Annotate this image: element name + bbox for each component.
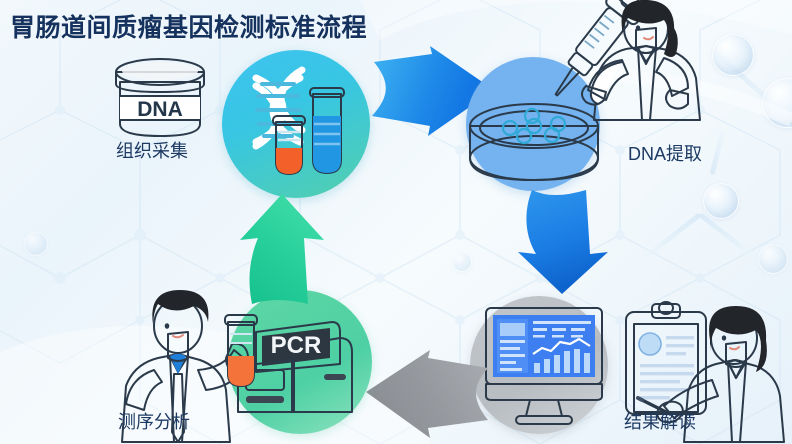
arrow-right-top bbox=[372, 46, 498, 144]
clipboard-report-icon bbox=[625, 301, 707, 415]
molecule-bond bbox=[709, 129, 726, 176]
label-result-interpretation: 结果解读 bbox=[624, 412, 696, 432]
molecule-bond bbox=[641, 212, 702, 261]
molecule-sphere bbox=[703, 183, 739, 219]
scientist-male-figure bbox=[121, 290, 250, 443]
test-tube-orange bbox=[272, 115, 306, 175]
test-tube-blue bbox=[309, 87, 345, 174]
molecule-sphere bbox=[758, 244, 788, 274]
label-sequencing-analysis: 测序分析 bbox=[118, 412, 190, 432]
scientist-female-figure bbox=[581, 0, 701, 121]
page-title: 胃肠道间质瘤基因检测标准流程 bbox=[10, 14, 368, 42]
analysis-dashboard-monitor-icon bbox=[485, 307, 603, 425]
arrow-down-right bbox=[508, 186, 634, 298]
pcr-machine-icon: PCR bbox=[237, 321, 353, 413]
jar-label-text: DNA bbox=[137, 98, 183, 121]
label-tissue-collection: 组织采集 bbox=[116, 141, 188, 161]
molecule-bond bbox=[716, 52, 787, 117]
arrow-left-bottom bbox=[358, 348, 492, 444]
arrow-up-left bbox=[238, 192, 354, 308]
pcr-screen-text: PCR bbox=[271, 332, 322, 359]
petri-dish-icon bbox=[469, 103, 599, 181]
dna-specimen-jar-icon: DNA bbox=[106, 56, 214, 140]
dna-helix-test-tubes-icon bbox=[222, 50, 370, 198]
molecule-sphere bbox=[762, 78, 792, 128]
label-dna-extraction: DNA提取 bbox=[628, 144, 703, 164]
molecule-bond bbox=[698, 212, 757, 260]
molecule-sphere bbox=[452, 252, 472, 272]
pipette-icon bbox=[554, 0, 641, 97]
molecule-sphere bbox=[24, 232, 48, 256]
molecule-sphere bbox=[712, 34, 754, 76]
test-tube-orange-held bbox=[224, 314, 258, 387]
doctor-female-figure bbox=[636, 306, 785, 443]
